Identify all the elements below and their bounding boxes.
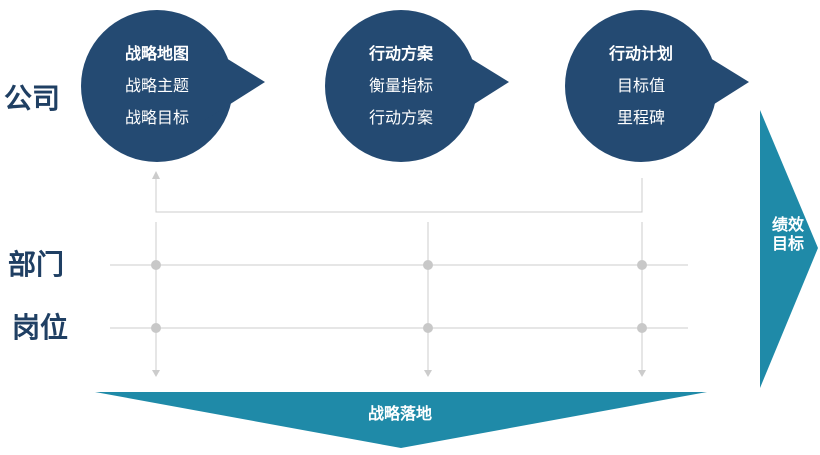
node	[151, 260, 161, 270]
node	[637, 323, 647, 333]
bubble-1-line-1: 战略主题	[124, 76, 189, 95]
bracket-arrowhead	[152, 171, 160, 179]
level-position: 岗位	[12, 311, 69, 344]
bubble-2-title: 行动方案	[368, 44, 433, 63]
column-arrowhead	[152, 370, 160, 377]
performance-target-arrow	[760, 110, 818, 388]
bubble-1-title: 战略地图	[124, 44, 189, 63]
level-department: 部门	[8, 248, 65, 281]
bubble-1-line-2: 战略目标	[124, 108, 189, 127]
bubble-3-title: 行动计划	[608, 44, 673, 63]
performance-target-label: 绩效目标	[771, 215, 804, 253]
feedback-bracket	[155, 178, 643, 213]
bubble-3-line-2: 里程碑	[616, 108, 665, 127]
node	[151, 323, 161, 333]
strategy-map-bubble	[81, 10, 265, 162]
node	[637, 260, 647, 270]
action-plan-bubble	[325, 10, 509, 162]
column-arrowhead	[424, 370, 432, 377]
bubble-3-line-1: 目标值	[616, 76, 665, 95]
bubble-2-text: 行动方案 衡量指标 行动方案	[336, 38, 466, 134]
bubble-2-line-2: 行动方案	[368, 108, 433, 127]
bubble-3-text: 行动计划 目标值 里程碑	[576, 38, 706, 134]
node	[423, 323, 433, 333]
bubble-2-line-1: 衡量指标	[368, 76, 433, 95]
bubble-1-text: 战略地图 战略主题 战略目标	[92, 38, 222, 134]
node	[423, 260, 433, 270]
column-arrowhead	[638, 370, 646, 377]
strategy-landing-label: 战略落地	[367, 404, 432, 423]
level-company: 公司	[4, 82, 61, 115]
strategy-landing-arrow	[95, 392, 707, 448]
action-schedule-bubble	[565, 10, 749, 162]
